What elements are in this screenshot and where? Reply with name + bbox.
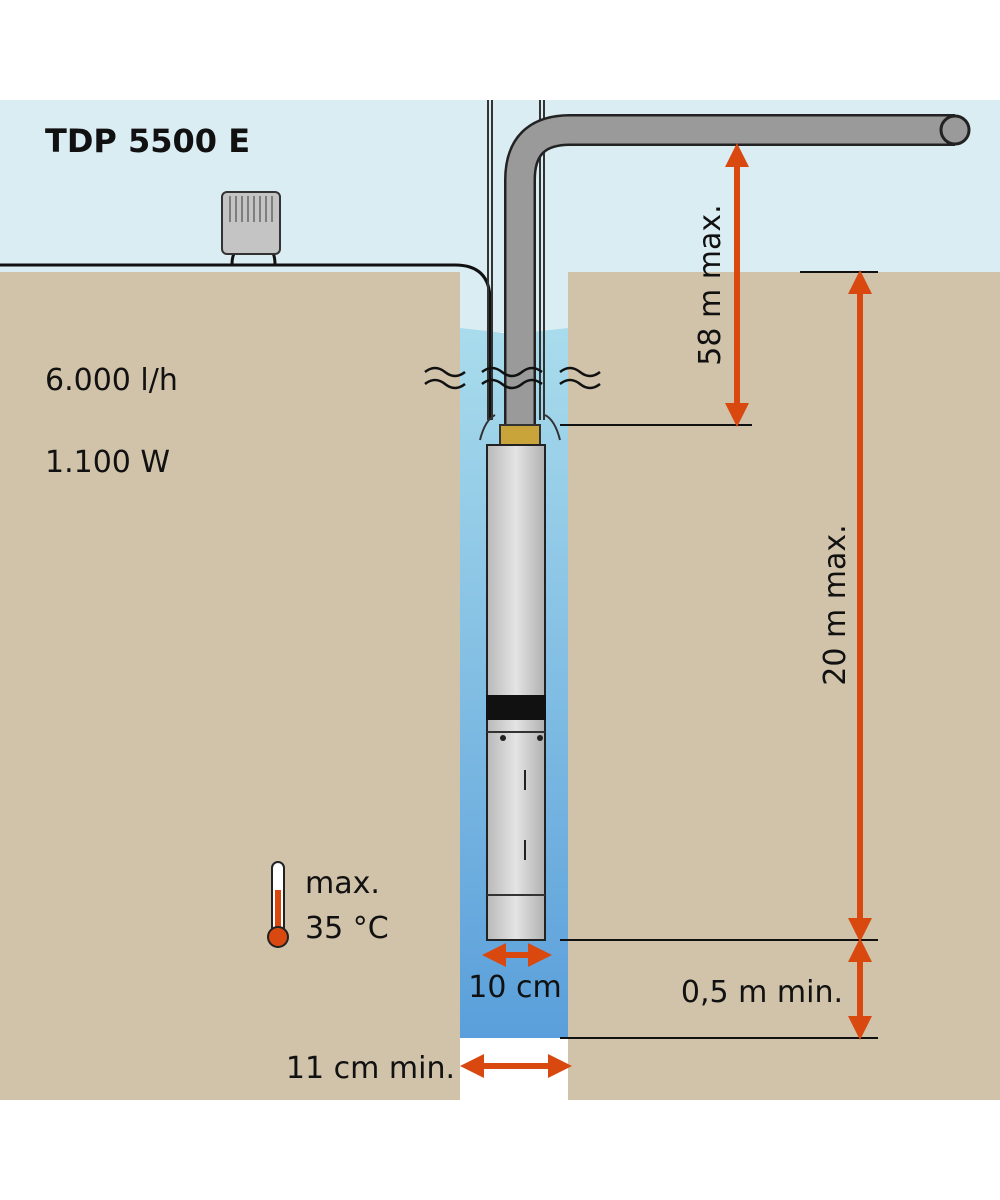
immersion-depth-label: 20 m max. [818, 524, 853, 685]
ground-left [0, 272, 460, 1100]
model-title: TDP 5500 E [45, 122, 250, 160]
water-level-waves-icon [424, 366, 601, 390]
well-diameter-label: 11 cm min. [286, 1051, 455, 1086]
temperature-label: max. [305, 866, 380, 901]
power-rating: 1.100 W [45, 445, 170, 480]
delivery-height-label: 58 m max. [693, 204, 728, 365]
bottom-clearance-label: 0,5 m min. [681, 975, 843, 1010]
ground-right [568, 272, 1000, 1100]
pump-diameter-label: 10 cm [468, 970, 561, 1005]
power-cable [0, 263, 492, 420]
temperature-value: 35 °C [305, 911, 389, 946]
submersible-pump [479, 414, 561, 941]
flow-rate: 6.000 l/h [45, 363, 178, 398]
thermometer-icon [267, 861, 289, 948]
control-box-icon [221, 191, 281, 266]
